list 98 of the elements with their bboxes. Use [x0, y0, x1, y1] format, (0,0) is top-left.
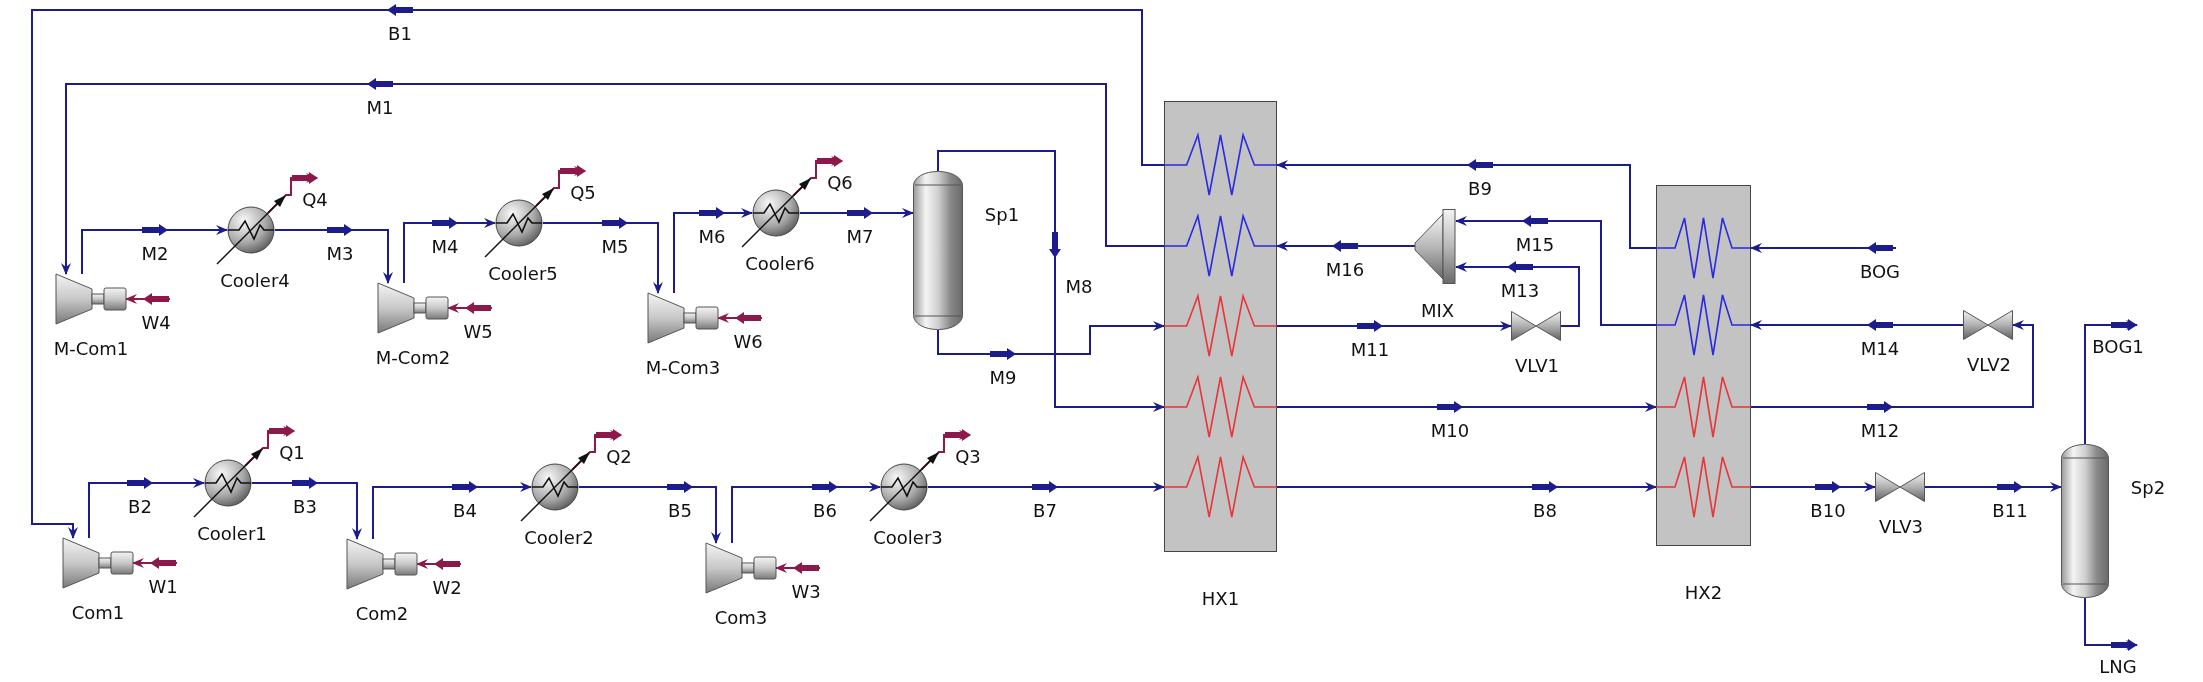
stream-label: M1	[366, 99, 394, 117]
stream-line	[731, 482, 881, 544]
stream-label: M5	[601, 238, 629, 256]
equipment-label: M-Com3	[645, 359, 721, 377]
stream-line	[132, 558, 178, 568]
stream-line	[1276, 402, 1657, 412]
stream-line	[403, 218, 496, 284]
stream-line	[274, 229, 393, 284]
stream-line	[251, 482, 362, 540]
stream-line	[937, 321, 1165, 355]
stream-line	[447, 303, 493, 313]
stream-label: B6	[813, 502, 837, 520]
stream-label: M9	[989, 369, 1017, 387]
equipment-label: VLV1	[1514, 357, 1560, 375]
equipment-label: HX1	[1201, 590, 1240, 608]
stream-line	[1276, 241, 1416, 251]
stream-line	[372, 482, 532, 540]
stream-label: W3	[791, 583, 821, 601]
equipment-label: Cooler4	[220, 272, 290, 290]
equipment-label: Cooler2	[524, 529, 594, 547]
stream-label: M6	[698, 228, 726, 246]
stream-label: B11	[1992, 502, 2028, 520]
stream-line	[542, 222, 663, 294]
stream-label: B4	[453, 502, 477, 520]
stream-line	[927, 482, 1165, 492]
equipment-label: VLV3	[1878, 518, 1924, 536]
stream-label: B8	[1533, 502, 1557, 520]
stream-line	[88, 478, 205, 539]
equipment-label: Com3	[714, 609, 768, 627]
stream-label: Q5	[570, 184, 596, 202]
equipment-label: Cooler3	[873, 529, 943, 547]
stream-label: M8	[1065, 278, 1093, 296]
stream-label: LNG	[2099, 658, 2137, 676]
stream-label: B5	[668, 502, 692, 520]
stream-label: B3	[293, 498, 317, 516]
stream-label: M16	[1325, 261, 1365, 279]
stream-line	[2084, 597, 2138, 650]
stream-line	[125, 294, 171, 304]
stream-label: M11	[1350, 341, 1390, 359]
stream-line	[31, 9, 1165, 539]
equipment-label: MIX	[1420, 302, 1455, 320]
stream-line	[937, 150, 1165, 412]
equipment-label: Cooler5	[488, 265, 558, 283]
stream-line	[1276, 321, 1512, 331]
stream-label: B1	[388, 25, 412, 43]
stream-line	[1750, 482, 1876, 492]
stream-label: M3	[326, 245, 354, 263]
stream-line	[1276, 482, 1657, 492]
stream-label: Q6	[827, 174, 853, 192]
stream-label: W6	[733, 333, 763, 351]
stream-line	[717, 313, 763, 323]
stream-label: W2	[432, 579, 462, 597]
equipment-label: Com1	[71, 604, 125, 622]
equipment-label: Sp2	[2130, 479, 2166, 497]
stream-line	[799, 208, 914, 218]
equipment-label: Cooler1	[197, 525, 267, 543]
stream-line	[81, 225, 228, 275]
stream-label: W1	[148, 578, 178, 596]
stream-label: W5	[463, 323, 493, 341]
stream-label: M12	[1860, 422, 1900, 440]
equipment-label: Com2	[355, 605, 409, 623]
equipment-label: M-Com2	[375, 349, 451, 367]
stream-label: Q1	[279, 444, 305, 462]
stream-label: M13	[1500, 282, 1540, 300]
stream-label: B2	[128, 498, 152, 516]
equipment-label: HX2	[1684, 584, 1723, 602]
stream-line	[1750, 320, 2034, 408]
stream-label: M4	[431, 238, 459, 256]
stream-label: Q3	[955, 448, 981, 466]
stream-label: M7	[846, 228, 874, 246]
stream-line	[1750, 320, 1964, 330]
stream-label: B9	[1468, 180, 1492, 198]
stream-line	[578, 486, 721, 544]
stream-label: M2	[141, 245, 169, 263]
stream-label: B10	[1810, 502, 1846, 520]
stream-line	[416, 559, 462, 569]
stream-line	[1276, 160, 1657, 249]
equipment-label: Cooler6	[745, 255, 815, 273]
equipment-label: VLV2	[1966, 356, 2012, 374]
stream-label: M10	[1430, 422, 1470, 440]
stream-line	[1924, 482, 2062, 492]
stream-label: M14	[1860, 340, 1900, 358]
stream-label: Q2	[606, 448, 632, 466]
stream-line	[1750, 243, 1897, 253]
stream-line	[1455, 262, 1580, 327]
equipment-label: Sp1	[984, 206, 1020, 224]
stream-line	[1455, 216, 1657, 326]
stream-label: B7	[1033, 502, 1057, 520]
equipment-label: M-Com1	[53, 340, 129, 358]
stream-line	[775, 563, 821, 573]
stream-line	[61, 83, 1165, 275]
stream-label: BOG1	[2092, 338, 2144, 356]
stream-label: W4	[141, 314, 171, 332]
stream-label: BOG	[1859, 263, 1901, 281]
stream-line	[673, 208, 753, 294]
stream-line	[2084, 320, 2138, 445]
stream-label: Q4	[302, 191, 328, 209]
stream-label: M15	[1515, 236, 1555, 254]
